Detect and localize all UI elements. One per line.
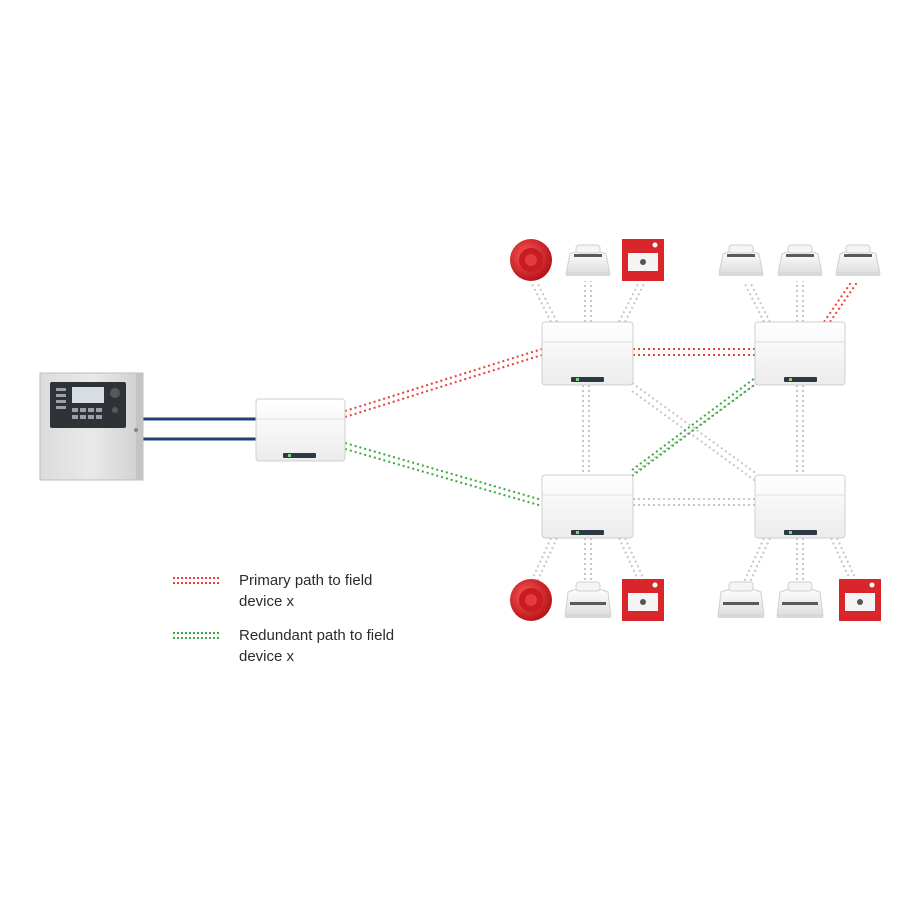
legend-primary-label: Primary path to field device x <box>239 572 373 610</box>
panel-front-display <box>50 382 126 428</box>
loop-interface-module <box>255 398 346 462</box>
panel-lcd <box>72 387 104 403</box>
legend-redundant-label: Redundant path to field device x <box>239 627 395 665</box>
call-point-icon <box>622 579 664 621</box>
link-cross-top-left-to-bottom-right-b <box>631 390 758 483</box>
legend-primary-swatch <box>173 577 219 584</box>
call-point-icon <box>622 239 664 281</box>
primary-path <box>344 280 859 418</box>
smoke-detector-icon <box>777 244 823 276</box>
smoke-detector-icon <box>717 581 765 618</box>
node-bottom-right <box>754 474 846 539</box>
legend-redundant: Redundant path to field device x <box>173 625 419 667</box>
link-cross-top-left-to-bottom-right-a <box>631 382 758 475</box>
smoke-detector-icon <box>564 581 612 618</box>
sounder-icon <box>510 239 552 281</box>
sounder-icon <box>510 579 552 621</box>
smoke-detector-icon <box>565 244 611 276</box>
bus-cables <box>142 417 256 441</box>
smoke-detector-icon <box>835 244 881 276</box>
smoke-detector-icon <box>776 581 824 618</box>
node-top-right <box>754 321 846 386</box>
device-drops <box>530 281 858 583</box>
legend-primary: Primary path to field device x <box>173 570 419 612</box>
fire-control-panel <box>39 372 144 481</box>
node-bottom-left <box>541 474 634 539</box>
legend-redundant-swatch <box>173 632 219 639</box>
redundant-path <box>344 377 758 507</box>
node-top-left <box>541 321 634 386</box>
smoke-detector-icon <box>718 244 764 276</box>
call-point-icon <box>839 579 881 621</box>
